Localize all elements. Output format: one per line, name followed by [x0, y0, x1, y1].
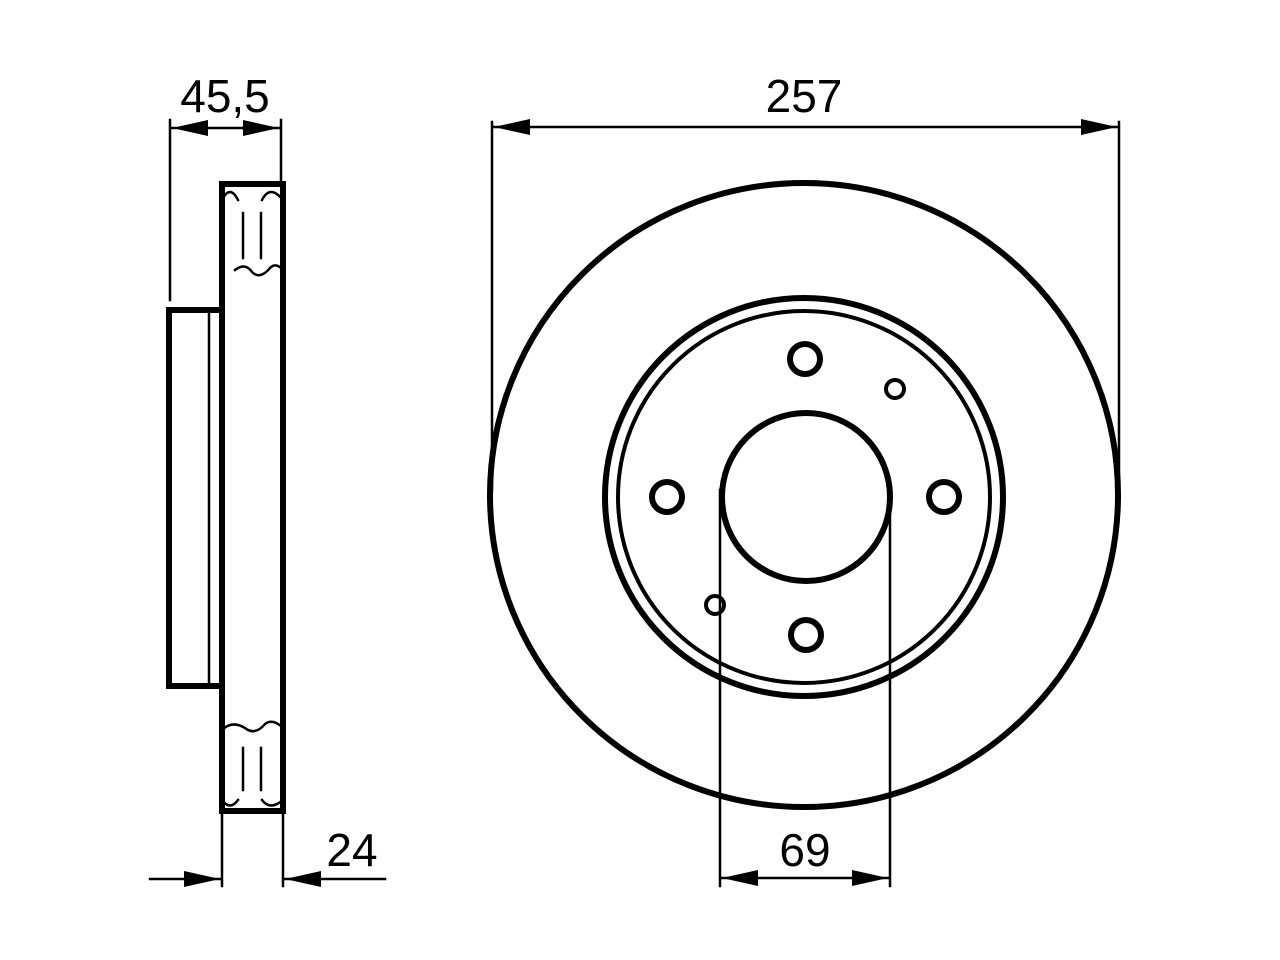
center-bore — [719, 410, 893, 584]
dimension-center-bore-label: 69 — [779, 824, 830, 876]
dimension-center-bore: 69 — [718, 488, 892, 888]
dimension-disc-thickness-label: 24 — [326, 824, 377, 876]
disc-ring-section — [219, 181, 286, 814]
bolt-hole-top — [787, 341, 823, 377]
bolt-holes — [649, 341, 962, 653]
locating-holes — [704, 378, 906, 616]
dimension-disc-thickness: 24 — [148, 810, 387, 888]
dimension-outer-diameter: 257 — [490, 70, 1121, 492]
locating-hole-upper-right — [884, 378, 906, 400]
bolt-hole-right — [926, 479, 962, 515]
dimension-outer-diameter-label: 257 — [766, 70, 843, 122]
dimension-overall-width: 45,5 — [168, 70, 283, 302]
bolt-hole-left — [649, 479, 685, 515]
bolt-hole-bottom — [788, 617, 824, 653]
dimension-overall-width-label: 45,5 — [180, 70, 270, 122]
hub-hat-section — [166, 307, 221, 689]
hat-outer-ring — [602, 295, 1006, 699]
front-view: 257 69 — [487, 70, 1121, 888]
outer-disc-edge — [487, 180, 1121, 810]
locating-hole-lower-left — [704, 594, 726, 616]
side-view: 45,5 24 — [148, 70, 387, 888]
hat-inner-ring — [616, 309, 992, 685]
